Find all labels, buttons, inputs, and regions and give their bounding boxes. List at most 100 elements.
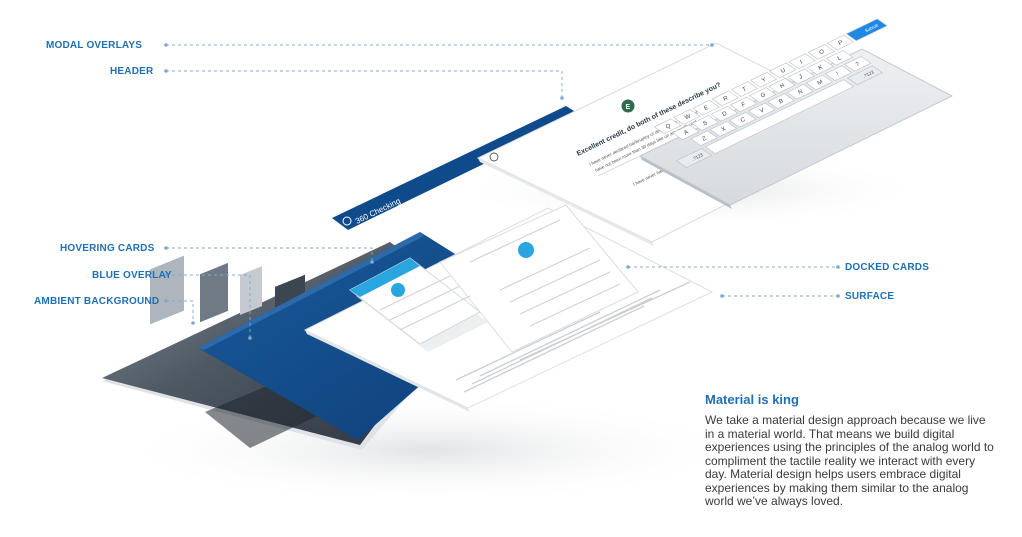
key-n[interactable] (786, 83, 814, 100)
key-exclaim[interactable] (824, 65, 853, 81)
key-l-label: L (837, 55, 843, 62)
key-v[interactable] (748, 102, 776, 119)
key-b-label: B (778, 98, 784, 105)
modal-badge-letter: E (626, 104, 631, 111)
space-key[interactable] (704, 79, 855, 154)
submit-key[interactable] (845, 18, 888, 42)
docked-card-badge (518, 242, 534, 258)
key-z-label: Z (701, 136, 707, 143)
key-s-label: S (702, 120, 708, 127)
key-question-label: ? (855, 61, 861, 68)
mode-key-left[interactable] (676, 148, 712, 168)
key-f-label: F (741, 102, 747, 109)
docked-card-line (469, 219, 561, 263)
photo-block (240, 266, 262, 316)
mode-key-right[interactable] (846, 65, 883, 86)
modal-badge (621, 99, 635, 113)
key-x-label: X (721, 126, 727, 133)
docked-card-line (509, 259, 601, 303)
key-x[interactable] (709, 121, 738, 137)
key-r-label: R (723, 95, 730, 103)
key-w-label: W (684, 113, 692, 121)
docked-card-line (519, 271, 611, 315)
stack-shadow (110, 395, 750, 505)
key-m-label: M (817, 79, 824, 87)
key-y-label: Y (761, 77, 767, 84)
key-p-label: P (838, 40, 844, 47)
key-j[interactable] (787, 68, 815, 85)
photo-block (150, 255, 184, 325)
photo-block (200, 262, 228, 323)
key-q-label: Q (665, 123, 672, 131)
key-t[interactable] (730, 81, 759, 97)
key-question[interactable] (844, 56, 872, 72)
key-b[interactable] (767, 93, 795, 109)
mode-key-left-label: .?123 (691, 152, 704, 162)
hovering-card-line (379, 275, 451, 311)
hovering-card (349, 257, 488, 352)
key-o[interactable] (807, 44, 835, 60)
header-menu-icon (342, 216, 352, 226)
mode-key-right-label: .?123 (862, 69, 875, 79)
key-d-label: D (722, 111, 729, 119)
key-c-label: C (740, 117, 747, 125)
key-g[interactable] (748, 87, 777, 103)
surface-text-line (463, 305, 645, 393)
key-e[interactable] (692, 99, 720, 116)
key-p[interactable] (826, 34, 855, 51)
leader-header (166, 70, 563, 98)
key-h[interactable] (768, 77, 796, 94)
key-h-label: H (779, 83, 786, 90)
key-s[interactable] (691, 115, 719, 131)
label-docked-cards: DOCKED CARDS (845, 262, 930, 273)
key-i[interactable] (788, 53, 816, 69)
key-a-label: A (683, 130, 689, 137)
docked-card-line (499, 247, 591, 291)
key-o-label: O (819, 49, 826, 57)
key-w[interactable] (673, 109, 701, 125)
key-c[interactable] (728, 111, 757, 128)
key-n-label: N (797, 89, 804, 96)
key-exclaim-label: ! (836, 71, 840, 77)
copy-block: Material is king We take a material desi… (705, 392, 995, 509)
key-e-label: E (703, 105, 709, 112)
leader-ambient-background (166, 300, 194, 323)
surface-text-line (479, 289, 661, 377)
label-surface: SURFACE (845, 291, 895, 302)
key-u-label: U (780, 68, 787, 75)
hovering-card-badge (391, 283, 405, 297)
key-i-label: I (799, 59, 803, 65)
keyboard-keys: QWERTYUIOPSubmitASDFGHJKLZXCVBNM!?.?123 … (653, 18, 888, 168)
surface-text-line (455, 311, 601, 381)
hovering-card-line (389, 285, 461, 321)
key-q[interactable] (653, 118, 682, 135)
key-j-label: J (798, 74, 803, 81)
modal-close-icon[interactable] (489, 152, 499, 162)
leader-blue-overlay (166, 274, 251, 338)
leader-hovering-cards (166, 247, 373, 262)
key-r[interactable] (711, 90, 739, 107)
key-g-label: G (760, 92, 767, 100)
docked-card (439, 204, 639, 353)
key-t-label: T (742, 86, 748, 93)
key-k[interactable] (806, 59, 835, 75)
label-modal-overlays: MODAL OVERLAYS (46, 40, 143, 51)
label-blue-overlay: BLUE OVERLAY (92, 270, 172, 281)
key-v-label: V (759, 108, 765, 115)
key-m[interactable] (805, 74, 834, 91)
key-d[interactable] (710, 105, 739, 122)
docked-card-line (529, 283, 621, 327)
label-header: HEADER (110, 66, 154, 77)
hovering-card-tag (350, 258, 420, 297)
key-u[interactable] (769, 62, 797, 79)
key-k-label: K (818, 64, 824, 71)
key-y[interactable] (749, 71, 778, 88)
copy-title: Material is king (705, 392, 799, 407)
submit-key-label: Submit (864, 22, 879, 33)
key-a[interactable] (672, 124, 700, 141)
key-f[interactable] (729, 96, 758, 113)
key-l[interactable] (825, 50, 854, 66)
key-z[interactable] (690, 130, 718, 147)
